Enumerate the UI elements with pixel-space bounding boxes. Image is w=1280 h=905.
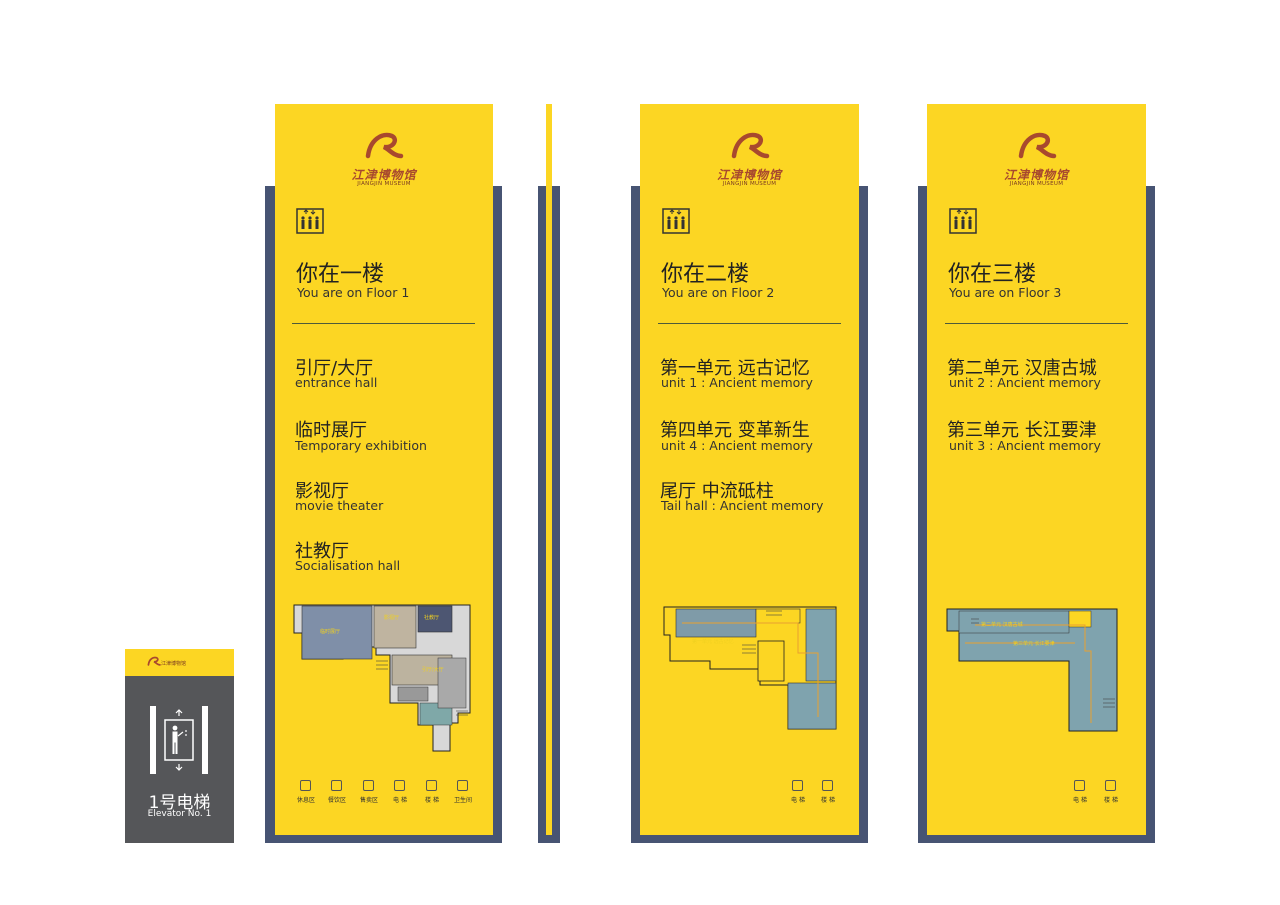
museum-name-cn: 江津博物馆 — [161, 661, 187, 667]
rest-area-icon — [300, 780, 311, 791]
legend-label: 电 梯 — [393, 797, 407, 804]
directory-item-cn: 引厅/大厅 — [295, 358, 374, 379]
directory-item-cn: 第三单元 长江要津 — [947, 420, 1097, 441]
toilet-icon — [457, 780, 468, 791]
directory-item-en: movie theater — [295, 498, 384, 513]
directory-item-en: Temporary exhibition — [295, 438, 427, 453]
elevator-icon — [1074, 780, 1085, 791]
map-label: 第二单元 汉唐古城 — [981, 621, 1023, 628]
museum-logo-icon — [147, 656, 161, 666]
elevator-icon — [792, 780, 803, 791]
museum-logo: 江津博物馆 JIANGJIN MUSEUM — [927, 130, 1146, 190]
elevator-number-cn: 1号电梯 — [148, 793, 211, 813]
legend-label: 售卖区 — [359, 797, 378, 804]
directory-item-en: Tail hall : Ancient memory — [661, 498, 824, 513]
directory-item-cn: 影视厅 — [295, 481, 349, 502]
floor-1-map: 临时展厅 影视厅 社教厅 引厅/大厅 — [293, 604, 471, 752]
floor-3-map: 第二单元 汉唐古城 第三单元 长江要津 — [946, 608, 1118, 732]
map-label: 临时展厅 — [320, 628, 340, 635]
floor-title-en: You are on Floor 2 — [662, 285, 775, 300]
elevator-number-en: Elevator No. 1 — [147, 809, 212, 819]
directory-item-cn: 第二单元 汉唐古城 — [947, 358, 1097, 379]
floor-title-en: You are on Floor 3 — [949, 285, 1062, 300]
museum-logo-icon — [365, 132, 404, 159]
map-label: 第三单元 长江要津 — [1013, 640, 1055, 647]
elevator-icon — [949, 208, 977, 234]
directory-item-en: unit 4 : Ancient memory — [661, 438, 813, 453]
elevator-icon — [296, 208, 324, 234]
dining-icon — [331, 780, 342, 791]
legend-label: 休息区 — [296, 797, 315, 804]
sign-body: 1号电梯 Elevator No. 1 — [125, 676, 234, 843]
directory-item-en: Socialisation hall — [295, 558, 401, 573]
elevator-icon — [662, 208, 690, 234]
map-label: 第一单元 远古记忆 — [692, 638, 734, 645]
directory-item-en: unit 2 : Ancient memory — [949, 375, 1101, 390]
map-label: 影视厅 — [384, 614, 399, 621]
museum-logo: 江津博物馆 JIANGJIN MUSEUM — [275, 130, 493, 190]
floor-2-map: 第一单元 远古记忆 — [663, 606, 837, 730]
directory-item-cn: 社教厅 — [295, 541, 349, 562]
museum-name-cn: 江津博物馆 — [716, 168, 782, 182]
museum-name-cn: 江津博物馆 — [1003, 168, 1069, 182]
museum-logo-icon — [1018, 132, 1056, 159]
sign-header: 江津博物馆 — [125, 649, 234, 676]
stairs-icon — [426, 780, 437, 791]
legend-label: 楼 梯 — [821, 797, 835, 804]
museum-name-cn: 江津博物馆 — [351, 168, 417, 182]
directory-item-cn: 尾厅 中流砥柱 — [660, 481, 774, 502]
museum-logo-icon — [731, 132, 769, 159]
directory-item-cn: 临时展厅 — [295, 420, 367, 441]
museum-name-en: JIANGJIN MUSEUM — [1009, 181, 1064, 187]
shop-icon — [363, 780, 374, 791]
directory-item-cn: 第一单元 远古记忆 — [660, 358, 810, 379]
map-label: 社教厅 — [424, 614, 439, 621]
floor-title-cn: 你在二楼 — [661, 262, 750, 287]
museum-name-en: JIANGJIN MUSEUM — [357, 181, 411, 187]
legend-label: 卫生间 — [453, 797, 472, 804]
divider — [658, 323, 841, 324]
map-label: 引厅/大厅 — [422, 666, 444, 673]
legend-label: 电 梯 — [1073, 797, 1087, 804]
floor-title-cn: 你在一楼 — [296, 262, 385, 287]
legend-label: 楼 梯 — [425, 797, 439, 804]
legend-label: 楼 梯 — [1104, 797, 1118, 804]
directory-item-en: unit 3 : Ancient memory — [949, 438, 1101, 453]
floor-title-en: You are on Floor 1 — [297, 285, 410, 300]
directory-item-en: unit 1 : Ancient memory — [661, 375, 813, 390]
floor-title-cn: 你在三楼 — [948, 262, 1037, 287]
stairs-icon — [1105, 780, 1116, 791]
side-face — [546, 104, 552, 835]
legend-label: 电 梯 — [791, 797, 805, 804]
divider — [292, 323, 475, 324]
divider — [945, 323, 1128, 324]
stairs-icon — [822, 780, 833, 791]
elevator-icon — [394, 780, 405, 791]
museum-logo: 江津博物馆 JIANGJIN MUSEUM — [640, 130, 859, 190]
directory-item-cn: 第四单元 变革新生 — [660, 420, 810, 441]
directory-item-en: entrance hall — [295, 375, 378, 390]
elevator-doors-icon — [150, 706, 208, 774]
legend-label: 餐饮区 — [327, 797, 346, 804]
museum-name-en: JIANGJIN MUSEUM — [722, 181, 777, 187]
